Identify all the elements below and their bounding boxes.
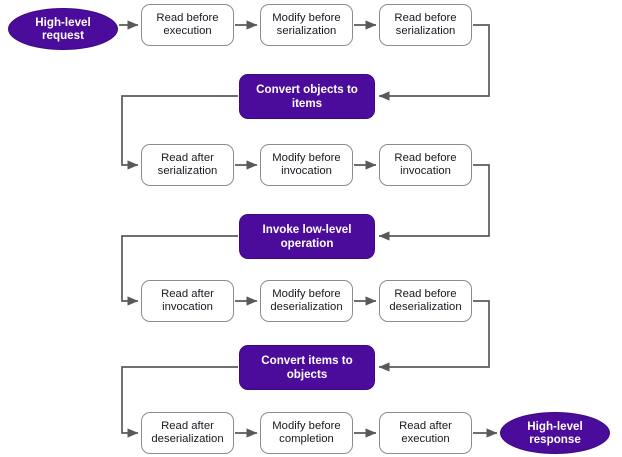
step-label: Read after deserialization	[142, 420, 233, 446]
step-label: Read after serialization	[142, 152, 233, 178]
step-line2: completion	[279, 433, 334, 445]
step-line2: invocation	[281, 165, 332, 177]
step-read-before-invocation: Read before invocation	[379, 144, 472, 186]
terminal-response-label: High-level response	[501, 420, 609, 447]
step-modify-before-serialization: Modify before serialization	[260, 4, 353, 46]
step-line2: deserialization	[270, 301, 343, 313]
step-line1: Read after	[161, 419, 214, 432]
terminal-request-line1: High-level	[35, 15, 91, 29]
action-invoke-low-level-operation: Invoke low-level operation	[239, 214, 375, 259]
step-line2: serialization	[276, 25, 337, 37]
step-line2: execution	[163, 25, 212, 37]
step-modify-before-deserialization: Modify before deserialization	[260, 280, 353, 322]
step-read-after-invocation: Read after invocation	[141, 280, 234, 322]
step-label: Modify before serialization	[261, 12, 352, 38]
step-label: Modify before deserialization	[261, 288, 352, 314]
terminal-response-line1: High-level	[527, 419, 583, 433]
action-line2: items	[291, 96, 323, 110]
action-line1: Convert objects to	[256, 83, 358, 97]
step-line1: Read after	[399, 419, 452, 432]
step-modify-before-completion: Modify before completion	[260, 412, 353, 454]
action-line1: Invoke low-level	[262, 223, 352, 237]
step-label: Read before execution	[142, 12, 233, 38]
step-line2: deserialization	[151, 433, 224, 445]
step-line1: Read before	[394, 287, 457, 300]
step-line1: Read before	[156, 11, 219, 24]
action-label: Convert objects to items	[240, 83, 374, 110]
action-line1: Convert items to	[261, 354, 353, 368]
step-line1: Read before	[394, 151, 457, 164]
step-line1: Read after	[161, 151, 214, 164]
step-label: Read after invocation	[142, 288, 233, 314]
action-label: Convert items to objects	[240, 354, 374, 381]
step-line1: Modify before	[272, 287, 341, 300]
terminal-high-level-response: High-level response	[500, 412, 610, 454]
step-label: Read before deserialization	[380, 288, 471, 314]
step-modify-before-invocation: Modify before invocation	[260, 144, 353, 186]
step-label: Modify before completion	[261, 420, 352, 446]
step-line2: serialization	[395, 25, 456, 37]
action-line2: objects	[286, 367, 328, 381]
step-line1: Modify before	[272, 11, 341, 24]
step-label: Modify before invocation	[261, 152, 352, 178]
terminal-request-label: High-level request	[9, 16, 117, 43]
terminal-response-line2: response	[529, 433, 581, 446]
action-convert-objects-to-items: Convert objects to items	[239, 74, 375, 119]
step-line2: execution	[401, 433, 450, 445]
step-line2: deserialization	[389, 301, 462, 313]
step-line2: invocation	[400, 165, 451, 177]
step-read-before-execution: Read before execution	[141, 4, 234, 46]
action-line2: operation	[280, 236, 334, 250]
step-read-after-serialization: Read after serialization	[141, 144, 234, 186]
step-label: Read before invocation	[380, 152, 471, 178]
action-label: Invoke low-level operation	[240, 223, 374, 250]
terminal-high-level-request: High-level request	[8, 8, 118, 50]
step-read-before-serialization: Read before serialization	[379, 4, 472, 46]
step-read-before-deserialization: Read before deserialization	[379, 280, 472, 322]
step-line1: Read before	[394, 11, 457, 24]
step-label: Read after execution	[380, 420, 471, 446]
step-read-after-deserialization: Read after deserialization	[141, 412, 234, 454]
step-line2: serialization	[157, 165, 218, 177]
step-read-after-execution: Read after execution	[379, 412, 472, 454]
step-line2: invocation	[162, 301, 213, 313]
step-line1: Modify before	[272, 151, 341, 164]
terminal-request-line2: request	[42, 29, 84, 42]
step-label: Read before serialization	[380, 12, 471, 38]
step-line1: Modify before	[272, 419, 341, 432]
step-line1: Read after	[161, 287, 214, 300]
action-convert-items-to-objects: Convert items to objects	[239, 345, 375, 390]
